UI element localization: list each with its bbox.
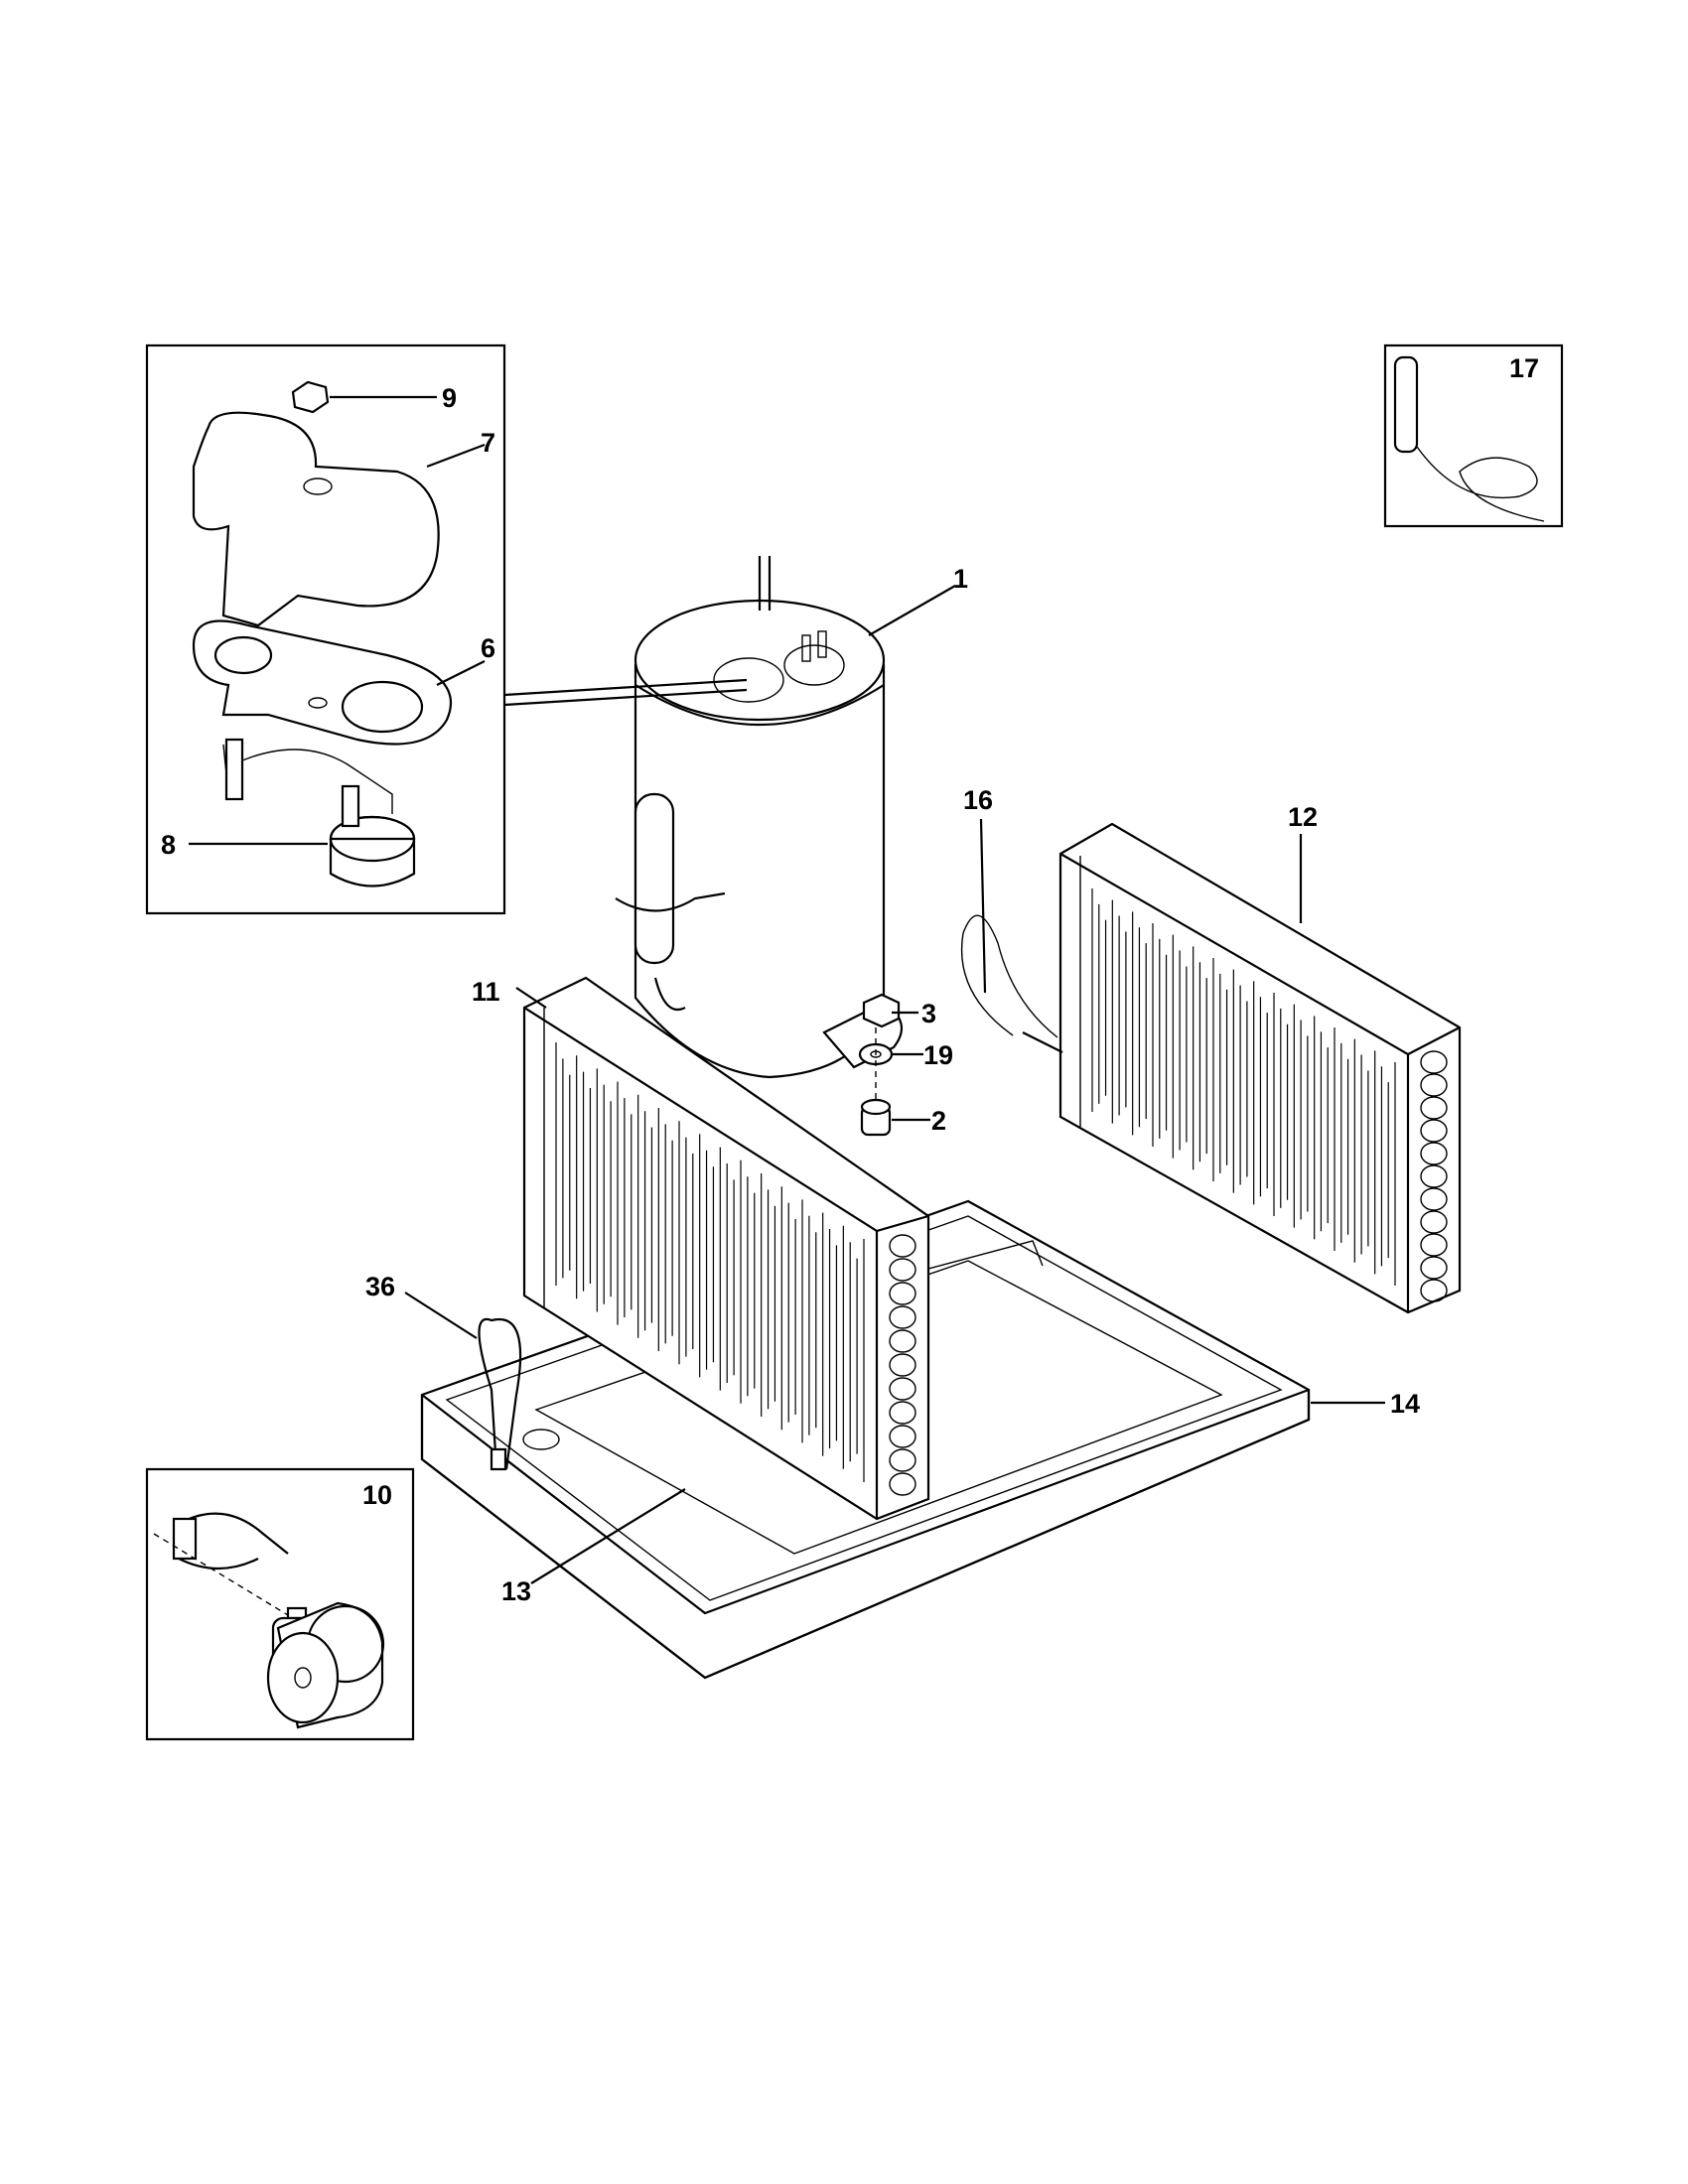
- callout-36: 36: [365, 1272, 395, 1301]
- evaporator-coil: [522, 976, 930, 1521]
- mounting-hardware: [858, 993, 901, 1137]
- inset-capacitor: [145, 1467, 415, 1741]
- coil-tube-bend: [1420, 1119, 1448, 1143]
- callout-7: 7: [481, 428, 495, 458]
- coil-tube-bend: [889, 1282, 916, 1305]
- callout-1: 1: [953, 564, 968, 594]
- coil-tube-bend: [889, 1377, 916, 1401]
- coil-clip: [478, 1317, 522, 1471]
- coil-tube-bend: [1420, 1187, 1448, 1211]
- compressor: [615, 556, 904, 1079]
- callout-8: 8: [161, 830, 176, 860]
- condenser-coil: [1058, 822, 1462, 1314]
- coil-tube-bend: [1420, 1256, 1448, 1280]
- coil-tube-bend: [889, 1353, 916, 1377]
- inset-sensor: [1383, 343, 1564, 528]
- coil-tube-bend: [889, 1401, 916, 1425]
- coil-tube-bend: [889, 1448, 916, 1472]
- coil-tube-bend: [1420, 1164, 1448, 1188]
- callout-3: 3: [921, 999, 936, 1028]
- callout-14: 14: [1390, 1389, 1420, 1419]
- coil-tube-bend: [889, 1472, 916, 1496]
- coil-tube-bend: [1420, 1050, 1448, 1074]
- callout-2: 2: [931, 1106, 946, 1136]
- coil-tube-bend: [889, 1425, 916, 1448]
- callout-11: 11: [472, 977, 500, 1007]
- coil-tube-bend: [1420, 1142, 1448, 1165]
- callout-16: 16: [963, 785, 993, 815]
- coil-tube-bend: [1420, 1210, 1448, 1234]
- coil-tube-bend: [889, 1305, 916, 1329]
- coil-tube-bend: [1420, 1073, 1448, 1097]
- coil-tube-bend: [889, 1258, 916, 1282]
- callout-9: 9: [442, 383, 457, 413]
- coil-tube-bend: [1420, 1279, 1448, 1302]
- callout-12: 12: [1288, 802, 1318, 832]
- callout-13: 13: [501, 1576, 531, 1606]
- coil-tube-bend: [1420, 1096, 1448, 1120]
- callout-6: 6: [481, 633, 495, 663]
- coil-tube-bend: [1420, 1233, 1448, 1257]
- coil-tube-bend: [889, 1234, 916, 1258]
- thermistor: [960, 914, 1063, 1053]
- callout-19: 19: [923, 1040, 953, 1070]
- callout-labels: 1 2 3 6 7 8 9 10 11 12 13 14 16 17 19 36: [161, 353, 1539, 1606]
- inset-terminal-cover: [145, 343, 506, 915]
- coil-tube-bend: [889, 1329, 916, 1353]
- callout-10: 10: [362, 1480, 392, 1510]
- leader-lines: [404, 585, 1385, 1584]
- callout-17: 17: [1509, 353, 1539, 383]
